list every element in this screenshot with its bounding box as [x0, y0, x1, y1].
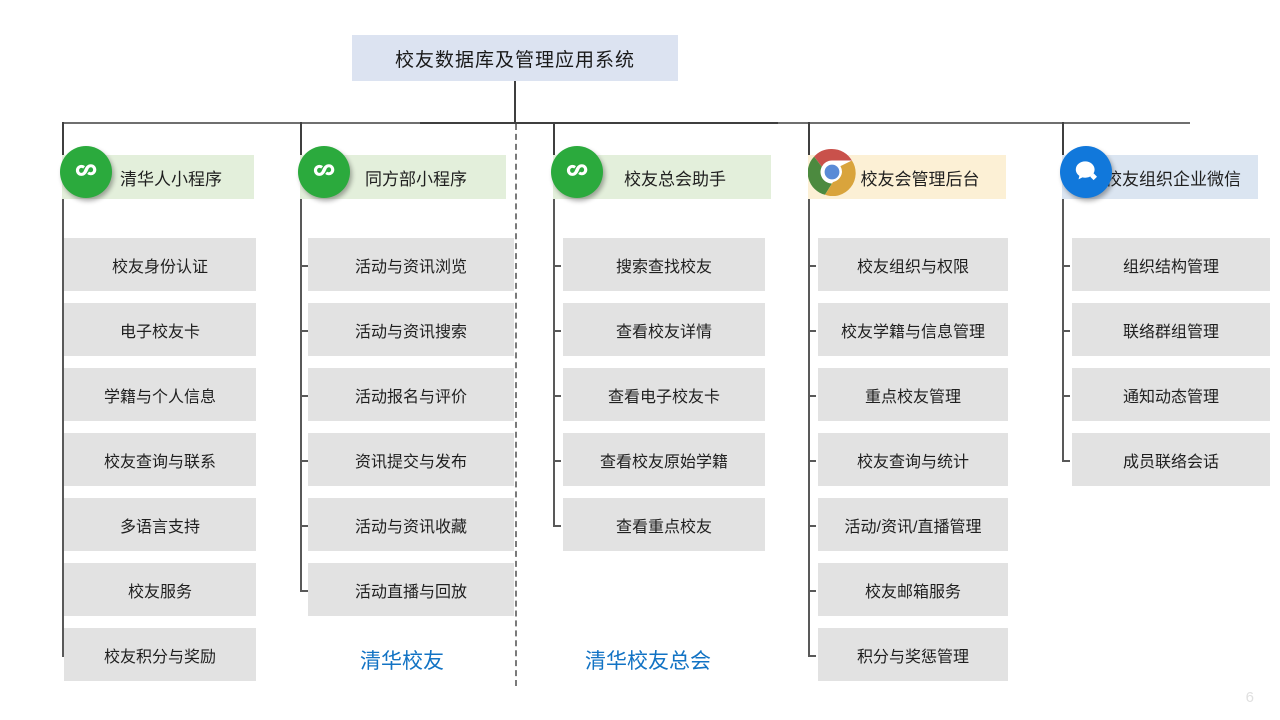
column-header-qiyeweixin[interactable]: 校友组织企业微信	[1060, 146, 1258, 199]
feature-item[interactable]: 资讯提交与发布	[308, 433, 514, 486]
connector-tick	[300, 329, 308, 332]
column-spine-qinghuaren	[62, 199, 64, 655]
feature-item[interactable]: 校友服务	[64, 563, 256, 616]
page-title: 校友数据库及管理应用系统	[352, 35, 678, 81]
column-xiaoyouzonghui: 校友总会助手	[551, 146, 771, 199]
column-qiyeweixin: 校友组织企业微信	[1060, 146, 1258, 199]
page-number: 6	[1245, 689, 1254, 706]
connector-drop-4	[808, 122, 810, 155]
column-header-tongfangbu[interactable]: 同方部小程序	[298, 146, 506, 199]
column-header-guanlihoutai[interactable]: 校友会管理后台	[808, 148, 1006, 199]
platform-caption: 清华校友	[360, 650, 444, 673]
connector-tick	[808, 589, 816, 592]
feature-item[interactable]: 活动/资讯/直播管理	[818, 498, 1008, 551]
connector-bus-left	[62, 122, 422, 124]
feature-item[interactable]: 活动与资讯搜索	[308, 303, 514, 356]
connector-tick	[1062, 329, 1070, 332]
connector-root-stem	[514, 81, 516, 123]
feature-item[interactable]: 通知动态管理	[1072, 368, 1270, 421]
connector-tick	[553, 524, 561, 527]
platform-caption: 清华校友总会	[585, 650, 711, 673]
feature-item[interactable]: 活动直播与回放	[308, 563, 514, 616]
feature-item[interactable]: 搜索查找校友	[563, 238, 765, 291]
connector-tick	[300, 459, 308, 462]
connector-tick	[808, 394, 816, 397]
feature-item[interactable]: 查看校友详情	[563, 303, 765, 356]
feature-item[interactable]: 活动报名与评价	[308, 368, 514, 421]
connector-bus-right	[778, 122, 1190, 124]
connector-drop-5	[1062, 122, 1064, 155]
feature-item[interactable]: 成员联络会话	[1072, 433, 1270, 486]
feature-item[interactable]: 校友邮箱服务	[818, 563, 1008, 616]
feature-item[interactable]: 校友查询与联系	[64, 433, 256, 486]
connector-tick	[553, 394, 561, 397]
feature-item[interactable]: 活动与资讯浏览	[308, 238, 514, 291]
feature-item[interactable]: 联络群组管理	[1072, 303, 1270, 356]
connector-tick	[808, 264, 816, 267]
chrome-icon	[806, 146, 858, 198]
feature-item[interactable]: 活动与资讯收藏	[308, 498, 514, 551]
connector-tick	[808, 524, 816, 527]
connector-tick	[1062, 394, 1070, 397]
feature-item[interactable]: 校友积分与奖励	[64, 628, 256, 681]
column-spine-xiaoyouzonghui	[553, 199, 555, 525]
column-guanlihoutai: 校友会管理后台	[808, 148, 1006, 199]
column-spine-guanlihoutai	[808, 199, 810, 655]
connector-drop-2	[300, 122, 302, 155]
dashed-divider	[515, 124, 517, 686]
wework-icon	[1060, 146, 1112, 198]
wechat-miniprogram-icon	[60, 146, 112, 198]
feature-item[interactable]: 组织结构管理	[1072, 238, 1270, 291]
feature-item[interactable]: 电子校友卡	[64, 303, 256, 356]
column-header-qinghuaren[interactable]: 清华人小程序	[60, 146, 254, 199]
feature-item[interactable]: 查看重点校友	[563, 498, 765, 551]
connector-tick	[808, 654, 816, 657]
connector-tick	[808, 329, 816, 332]
feature-item[interactable]: 积分与奖惩管理	[818, 628, 1008, 681]
column-header-label: 校友会管理后台	[860, 169, 980, 189]
connector-tick	[553, 264, 561, 267]
wechat-miniprogram-icon	[298, 146, 350, 198]
column-header-label: 校友总会助手	[624, 169, 726, 189]
feature-item[interactable]: 校友组织与权限	[818, 238, 1008, 291]
feature-item[interactable]: 校友身份认证	[64, 238, 256, 291]
feature-item[interactable]: 多语言支持	[64, 498, 256, 551]
feature-item[interactable]: 学籍与个人信息	[64, 368, 256, 421]
connector-drop-3	[553, 122, 555, 155]
feature-item[interactable]: 校友查询与统计	[818, 433, 1008, 486]
column-tongfangbu: 同方部小程序	[298, 146, 506, 199]
column-spine-tongfangbu	[300, 199, 302, 590]
column-spine-qiyeweixin	[1062, 199, 1064, 460]
connector-tick	[300, 264, 308, 267]
feature-item[interactable]: 查看校友原始学籍	[563, 433, 765, 486]
connector-tick	[300, 589, 308, 592]
connector-tick	[300, 394, 308, 397]
column-header-label: 校友组织企业微信	[1105, 169, 1241, 189]
column-header-xiaoyouzonghui[interactable]: 校友总会助手	[551, 146, 771, 199]
connector-tick	[1062, 459, 1070, 462]
feature-item[interactable]: 重点校友管理	[818, 368, 1008, 421]
connector-tick	[553, 459, 561, 462]
connector-tick	[553, 329, 561, 332]
feature-item[interactable]: 校友学籍与信息管理	[818, 303, 1008, 356]
column-header-label: 清华人小程序	[120, 169, 222, 189]
connector-drop-1	[62, 122, 64, 155]
column-header-label: 同方部小程序	[365, 169, 467, 189]
connector-bus-center	[420, 122, 780, 124]
connector-tick	[300, 524, 308, 527]
feature-item[interactable]: 查看电子校友卡	[563, 368, 765, 421]
column-qinghuaren: 清华人小程序	[60, 146, 254, 199]
connector-tick	[808, 459, 816, 462]
wechat-miniprogram-icon	[551, 146, 603, 198]
connector-tick	[1062, 264, 1070, 267]
